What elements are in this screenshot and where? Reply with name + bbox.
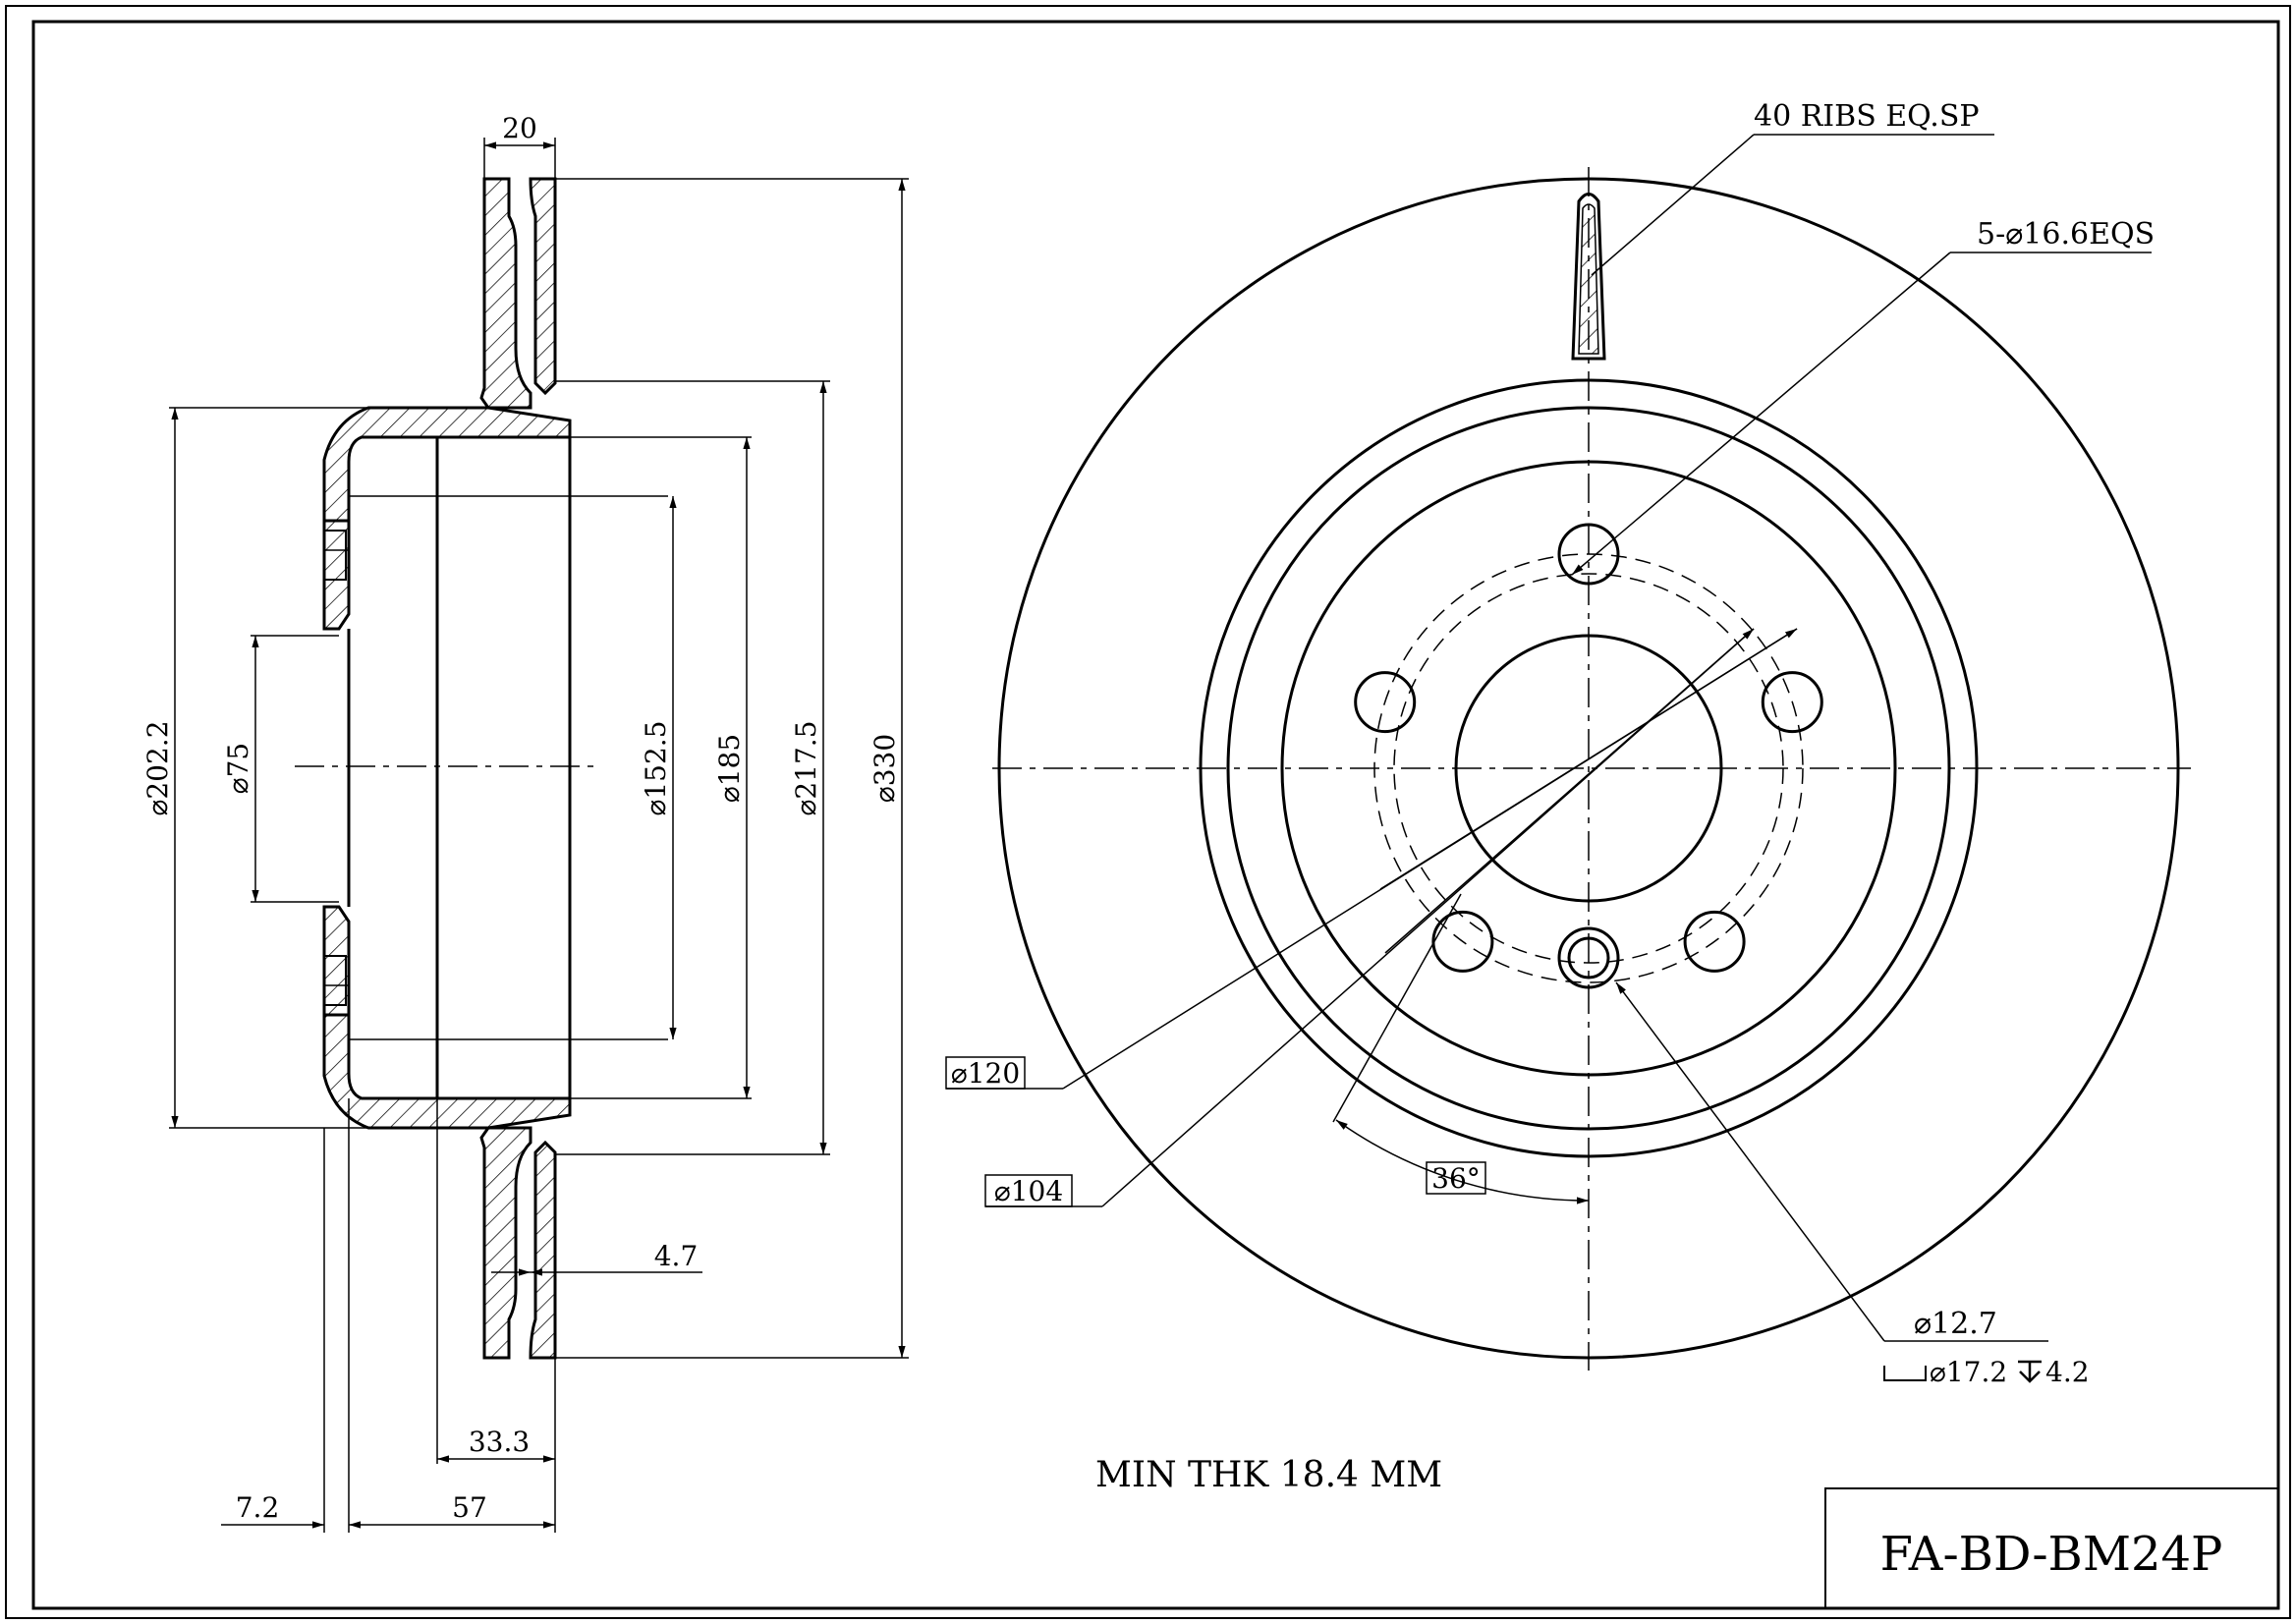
section-view: 20 ⌀330 ⌀217.5 ⌀185 ⌀152.5 ⌀202.2 ⌀75 4.… <box>141 112 909 1533</box>
bottom-cheek-hatched <box>479 1126 532 1360</box>
leader-120-extension <box>1379 628 1798 890</box>
stud-bottom <box>323 955 347 1006</box>
inner-border <box>31 20 2280 1610</box>
dim-label-33: 33.3 <box>469 1426 530 1458</box>
stud-top <box>323 530 347 581</box>
dim-label-185: ⌀185 <box>713 734 746 803</box>
locating-hole-outer <box>1557 926 1620 989</box>
bolt-hole-1 <box>1557 523 1620 586</box>
bottom-cheek-outer-hatched <box>529 1140 557 1360</box>
front-view: 40 RIBS EQ.SP 5-⌀16.6EQS ⌀120 ⌀104 36° ⌀… <box>945 99 2191 1388</box>
dim-label-152: ⌀152.5 <box>640 720 672 815</box>
callout-104-box <box>984 1174 1073 1207</box>
callout-counterbore-depth: 4.2 <box>2045 1356 2090 1388</box>
leader-ribs <box>1591 134 1755 276</box>
friction-ring-inner-circle <box>1199 378 1979 1158</box>
hat-bottom-hatched <box>322 1013 572 1130</box>
leader-bolt-holes <box>1571 252 1951 576</box>
angle-ext-line <box>1332 893 1462 1123</box>
outer-diameter-circle <box>997 177 2180 1360</box>
depth-icon <box>2018 1360 2042 1383</box>
dim-label-57: 57 <box>452 1491 487 1524</box>
hat-top-hatched <box>322 406 572 523</box>
bolt-circle-dashed <box>1373 553 1804 983</box>
callout-120-box <box>945 1056 1026 1090</box>
leader-hole <box>1615 981 1885 1342</box>
callout-counterbore-diameter: ⌀17.2 <box>1930 1356 2007 1388</box>
callout-angle-box <box>1426 1161 1486 1195</box>
angle-arc <box>1335 1119 1590 1204</box>
callout-ribs: 40 RIBS EQ.SP <box>1754 99 1980 134</box>
counterbore-icon <box>1883 1366 1927 1381</box>
callout-bolt-holes: 5-⌀16.6EQS <box>1977 217 2155 252</box>
bolt-hole-5 <box>1354 671 1417 734</box>
dim-label-7-2: 7.2 <box>236 1491 280 1524</box>
dim-label-75: ⌀75 <box>222 743 254 795</box>
dim-label-4-7: 4.7 <box>654 1240 699 1272</box>
locating-hole-inner <box>1567 936 1610 980</box>
hat-inner-circle <box>1280 460 1897 1077</box>
rib-slot <box>1571 193 1606 361</box>
top-cheek-outer-hatched <box>529 177 557 396</box>
bolt-hole-3 <box>1683 910 1746 973</box>
hat-wall-top-hatched <box>322 519 351 631</box>
dim-label-202: ⌀202.2 <box>141 720 174 815</box>
dim-label-330: ⌀330 <box>868 734 901 803</box>
pcd-circle-dashed <box>1393 573 1784 964</box>
callout-hole-diameter: ⌀12.7 <box>1914 1307 1997 1341</box>
hat-wall-bottom-hatched <box>322 905 351 1017</box>
rib-slot-hatch <box>1578 203 1599 355</box>
callout-120: ⌀120 <box>951 1057 1020 1090</box>
bolt-hole-4 <box>1431 910 1494 973</box>
dim-label-217: ⌀217.5 <box>790 720 822 815</box>
callout-104: ⌀104 <box>994 1175 1063 1207</box>
callout-angle: 36° <box>1431 1162 1481 1195</box>
dim-label-20: 20 <box>502 112 537 144</box>
leader-104-extension <box>1384 628 1755 954</box>
min-thickness-note: MIN THK 18.4 MM <box>1095 1455 1442 1495</box>
bolt-hole-2 <box>1761 671 1823 734</box>
center-bore-circle <box>1454 634 1723 903</box>
part-number: FA-BD-BM24P <box>1880 1527 2223 1582</box>
title-block <box>1824 1487 2279 1609</box>
hat-outer-circle <box>1226 406 1951 1131</box>
top-cheek-hatched <box>479 177 532 410</box>
bolt-holes <box>1354 523 1823 973</box>
outer-border <box>5 5 2291 1619</box>
